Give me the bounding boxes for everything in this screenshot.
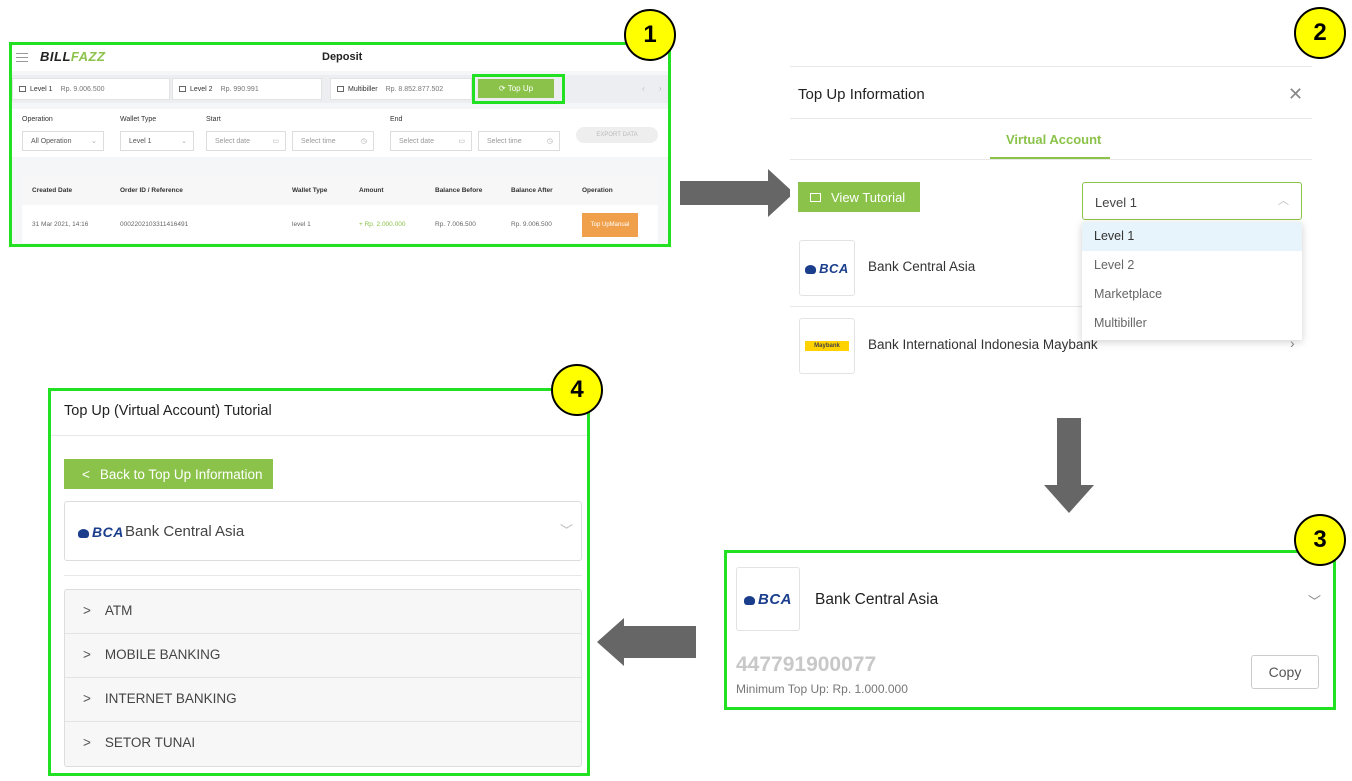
cell-amount: + Rp. 2.000.000 [359,221,406,228]
col-balance-after: Balance After [511,187,553,194]
clock-icon: ◷ [360,138,367,145]
back-to-topup-info-button[interactable]: < Back to Top Up Information [64,459,273,489]
wallet-icon [337,86,344,92]
chevron-right-icon: > [83,691,91,706]
clock-icon: ◷ [546,138,553,145]
cell-order-id: 0002202103311416491 [120,221,189,228]
wallet-level1[interactable]: Level 1 Rp. 9.006.500 [12,78,170,100]
wallet-level-select[interactable]: Level 1 ︿ [1082,182,1302,220]
bca-logo: BCA [736,567,800,631]
accordion-internet-banking[interactable]: >INTERNET BANKING [65,678,581,722]
accordion-setor-tunai[interactable]: >SETOR TUNAI [83,735,196,750]
start-label: Start [206,116,221,123]
chevron-down-icon[interactable]: ﹀ [1308,594,1322,609]
wallet-icon [19,86,26,92]
dropdown-option-multibiller[interactable]: Multibiller [1094,316,1147,330]
deposit-header: BILLFAZZ Deposit [12,45,668,71]
va-number: 447791900077 [736,653,877,676]
bank-name: Bank International Indonesia Maybank [868,337,1098,352]
cell-balance-after: Rp. 9.006.500 [511,221,552,228]
hamburger-menu-icon[interactable] [16,53,28,62]
wallet-level-dropdown: Level 1 Level 2 Marketplace Multibiller [1082,222,1302,340]
operation-label: Operation [22,116,53,123]
wallet-level2[interactable]: Level 2 Rp. 990.991 [172,78,322,100]
bank-selector[interactable]: BCA Bank Central Asia ﹀ [64,501,582,561]
accordion-mobile-banking[interactable]: >MOBILE BANKING [65,634,581,678]
start-time-input[interactable]: Select time◷ [292,131,374,151]
copy-button[interactable]: Copy [1251,655,1319,689]
cell-created-date: 31 Mar 2021, 14:16 [32,221,89,228]
tab-virtual-account[interactable]: Virtual Account [1006,132,1102,147]
filter-bar: Operation All Operation⌄ Wallet Type Lev… [12,109,668,157]
step-2-badge: 2 [1294,7,1346,59]
tab-underline [990,157,1110,159]
chevron-left-icon: < [82,466,90,482]
export-data-button[interactable]: EXPORT DATA [576,127,658,143]
tutorial-accordion: >ATM >MOBILE BANKING >INTERNET BANKING >… [64,589,582,767]
va-detail-panel: BCA Bank Central Asia ﹀ 447791900077 Min… [724,550,1336,710]
accordion-atm[interactable]: >ATM [65,590,581,634]
wallet-scroll-arrows[interactable]: ‹ › [642,84,668,93]
dropdown-option-level1[interactable]: Level 1 [1082,222,1302,251]
topup-highlight [472,74,565,104]
chevron-right-icon: > [83,647,91,662]
calendar-icon: ▭ [272,138,279,145]
table-header: Created Date Order ID / Reference Wallet… [22,175,658,205]
dropdown-option-marketplace[interactable]: Marketplace [1094,287,1163,301]
tutorial-title: Top Up (Virtual Account) Tutorial [64,403,272,419]
dropdown-option-level2[interactable]: Level 2 [1094,258,1135,272]
end-label: End [390,116,403,123]
step-3-badge: 3 [1294,514,1346,566]
wallet-type-select[interactable]: Level 1⌄ [120,131,194,151]
chevron-right-icon: > [83,735,91,750]
step-1-badge: 1 [624,9,676,61]
minimum-topup-text: Minimum Top Up: Rp. 1.000.000 [736,682,908,696]
top-up-button[interactable]: ⟳ Top Up [478,79,554,98]
tutorial-panel: Top Up (Virtual Account) Tutorial < Back… [48,388,590,776]
deposit-panel: BILLFAZZ Deposit Level 1 Rp. 9.006.500 L… [9,42,671,247]
bank-name: Bank Central Asia [815,591,939,608]
chevron-right-icon: > [83,603,91,618]
wallet-type-label: Wallet Type [120,116,157,123]
topup-info-panel: Top Up Information ✕ Virtual Account Vie… [790,66,1312,382]
wallet-multibiller[interactable]: Multibiller Rp. 8.852.877.502 [330,78,472,100]
end-date-input[interactable]: Select date▭ [390,131,472,151]
view-tutorial-button[interactable]: View Tutorial [798,182,920,212]
modal-title: Top Up Information [798,86,925,103]
chevron-down-icon: ﹀ [560,523,574,538]
bank-name: Bank Central Asia [868,259,976,274]
col-created-date: Created Date [32,187,73,194]
col-operation: Operation [582,187,613,194]
bca-logo: BCA [799,240,855,296]
deposit-table: Created Date Order ID / Reference Wallet… [22,175,658,243]
col-order-id: Order ID / Reference [120,187,183,194]
book-icon [810,192,821,202]
col-balance-before: Balance Before [435,187,483,194]
cell-wallet-type: level 1 [292,221,311,228]
close-icon[interactable]: ✕ [1288,84,1304,104]
cell-balance-before: Rp. 7.006.500 [435,221,476,228]
bank-name: Bank Central Asia [125,523,245,540]
col-wallet-type: Wallet Type [292,187,328,194]
end-time-input[interactable]: Select time◷ [478,131,560,151]
chevron-up-icon: ︿ [1278,195,1289,207]
wallet-icon [179,86,186,92]
billfazz-logo: BILLFAZZ [40,49,106,64]
operation-select[interactable]: All Operation⌄ [22,131,104,151]
calendar-icon: ▭ [458,138,465,145]
maybank-logo: Maybank [799,318,855,374]
page-title: Deposit [322,51,363,63]
start-date-input[interactable]: Select date▭ [206,131,286,151]
step-4-badge: 4 [551,364,603,416]
col-amount: Amount [359,187,384,194]
chevron-down-icon: ⌄ [181,138,187,145]
wallet-bar: Level 1 Rp. 9.006.500 Level 2 Rp. 990.99… [12,75,668,103]
bca-logo: BCA [78,524,124,540]
chevron-down-icon: ⌄ [91,138,97,145]
chevron-right-icon: › [1290,335,1295,351]
